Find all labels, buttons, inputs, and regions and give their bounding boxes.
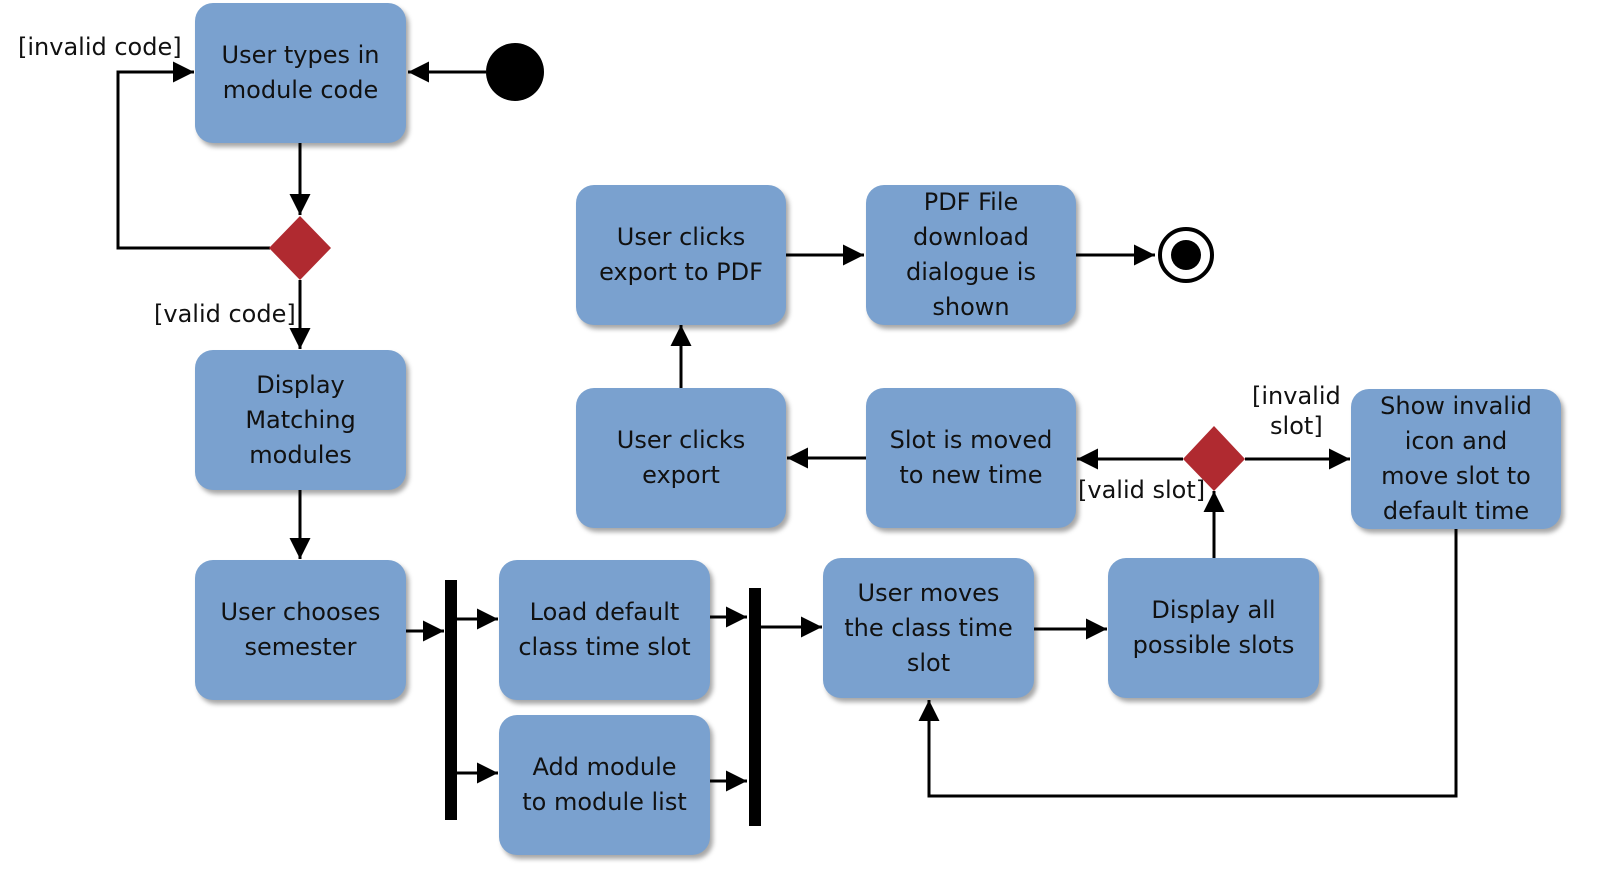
final-node <box>1158 227 1214 283</box>
decision-slot-diamond <box>1183 426 1245 491</box>
fork-bar <box>445 580 457 820</box>
guard-invalid-code: [invalid code] <box>18 33 182 61</box>
join-bar <box>749 588 761 826</box>
node-pdf-download-dialogue: PDF File download dialogue is shown <box>866 185 1076 325</box>
node-load-default-slot: Load default class time slot <box>499 560 710 700</box>
node-slot-moved: Slot is moved to new time <box>866 388 1076 528</box>
node-user-chooses-semester: User chooses semester <box>195 560 406 700</box>
node-show-invalid-icon: Show invalid icon and move slot to defau… <box>1351 389 1561 529</box>
node-user-clicks-export: User clicks export <box>576 388 786 528</box>
guard-valid-code: [valid code] <box>154 300 296 328</box>
edge-invalid-code-loop <box>116 61 270 250</box>
node-user-moves-slot: User moves the class time slot <box>823 558 1034 698</box>
node-user-types-module-code: User types in module code <box>195 3 406 143</box>
decision-code-diamond <box>269 216 331 280</box>
node-display-matching-modules: Display Matching modules <box>195 350 406 490</box>
initial-node <box>486 43 544 101</box>
guard-valid-slot: [valid slot] <box>1078 476 1206 504</box>
edge-invalid-loop-back <box>918 529 1458 798</box>
node-display-possible-slots: Display all possible slots <box>1108 558 1319 698</box>
guard-invalid-slot: [invalid slot] <box>1252 382 1341 440</box>
node-user-clicks-export-pdf: User clicks export to PDF <box>576 185 786 325</box>
node-add-module: Add module to module list <box>499 715 710 855</box>
final-node-dot <box>1171 240 1201 270</box>
